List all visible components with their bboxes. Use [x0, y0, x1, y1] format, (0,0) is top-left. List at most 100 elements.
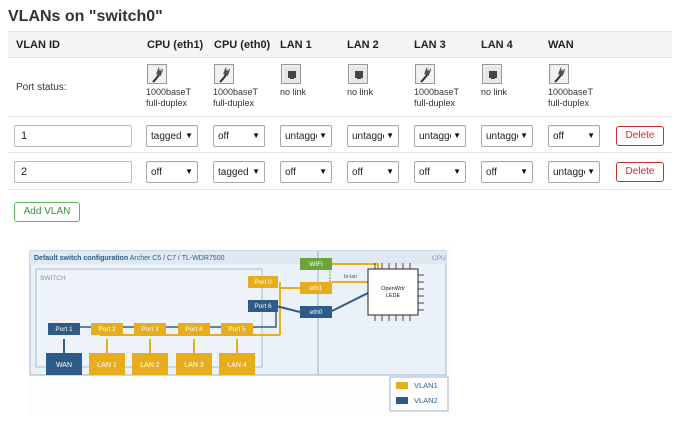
diagram-title-bar	[30, 251, 446, 264]
port-membership-select[interactable]: off ▼	[280, 161, 332, 183]
port-no-link-icon	[482, 64, 502, 84]
select-value: tagged	[151, 131, 182, 142]
lan4-jack	[219, 353, 255, 375]
port-membership-select[interactable]: off ▼	[548, 125, 600, 147]
lan3-jack-label: LAN 3	[184, 362, 204, 369]
port-membership-select[interactable]: untagged▼	[414, 125, 466, 147]
dropdown-arrow-icon: ▼	[518, 131, 528, 140]
eth0-chip-line	[331, 292, 369, 312]
port-membership-select[interactable]: off▼	[213, 125, 265, 147]
col-header-wan: WAN	[548, 39, 574, 51]
delete-vlan-button[interactable]: Delete	[616, 126, 664, 146]
port3-box	[134, 323, 166, 335]
port-membership-select[interactable]: off▼	[146, 161, 198, 183]
row-divider	[8, 116, 672, 117]
port-speed-text: 1000baseT	[414, 87, 460, 97]
lan1-jack	[89, 353, 125, 375]
col-header-lan2: LAN 2	[347, 39, 379, 51]
lan3-jack	[176, 353, 212, 375]
eth1-label: eth1	[310, 285, 323, 292]
eth0-box	[300, 306, 332, 318]
select-value: off	[419, 167, 430, 178]
wan-jack	[46, 353, 82, 375]
dropdown-arrow-icon: ▼	[183, 131, 193, 140]
lan2-jack	[132, 353, 168, 375]
vlan-id-input[interactable]: 2	[14, 161, 132, 183]
legend-vlan2-swatch	[396, 397, 408, 404]
dropdown-arrow-icon: ▼	[585, 167, 595, 176]
dropdown-arrow-icon: ▼	[585, 131, 595, 140]
port-status-label: Port status:	[16, 82, 67, 93]
port-no-link-icon	[281, 64, 301, 84]
legend-vlan1-swatch	[396, 382, 408, 389]
wifi-box	[300, 258, 332, 270]
switch-diagram: Default switch configuration Archer C5 /…	[28, 245, 451, 416]
dropdown-arrow-icon: ▼	[518, 167, 528, 176]
port1-label: Port 1	[55, 326, 73, 333]
port-membership-select[interactable]: off ▼	[481, 161, 533, 183]
port-connected-icon	[415, 64, 435, 84]
switch-label: SWITCH	[40, 275, 66, 282]
select-value: off	[486, 167, 497, 178]
port5-box	[221, 323, 253, 335]
dropdown-arrow-icon: ▼	[317, 131, 327, 140]
port-no-link-icon	[348, 64, 368, 84]
chip-label-2: LEDE	[386, 293, 401, 299]
select-value: off	[352, 167, 363, 178]
cpu-chip	[367, 268, 419, 316]
switch-ports: Port 1 Port 2 Port 3 Port 4 Port 5 WAN L…	[46, 323, 255, 375]
select-value: untagged	[486, 131, 528, 142]
port-connected-icon	[549, 64, 569, 84]
br-lan-label: br-lan	[344, 274, 357, 280]
col-header-vlan-id: VLAN ID	[16, 39, 60, 51]
eth0-label: eth0	[310, 309, 323, 316]
port-membership-select[interactable]: untagged▼	[481, 125, 533, 147]
port-duplex-text: full-duplex	[548, 98, 590, 108]
dropdown-arrow-icon: ▼	[451, 167, 461, 176]
port-membership-select[interactable]: tagged▼	[213, 161, 265, 183]
select-value: off	[218, 131, 229, 142]
port-speed-text: 1000baseT	[146, 87, 192, 97]
lan1-jack-label: LAN 1	[97, 362, 117, 369]
dropdown-arrow-icon: ▼	[317, 167, 327, 176]
port-membership-select[interactable]: untagged▼	[347, 125, 399, 147]
select-value: off	[553, 131, 564, 142]
port-speed-text: 1000baseT	[548, 87, 594, 97]
port-speed-text: no link	[481, 87, 508, 97]
select-value: off	[285, 167, 296, 178]
port-speed-text: no link	[280, 87, 307, 97]
vlan-id-input[interactable]: 1	[14, 125, 132, 147]
port-membership-select[interactable]: off▼	[347, 161, 399, 183]
table-header: VLAN ID CPU (eth1) CPU (eth0) LAN 1 LAN …	[8, 31, 672, 58]
col-header-lan4: LAN 4	[481, 39, 513, 51]
port-membership-select[interactable]: untagged▼	[548, 161, 600, 183]
page-title: VLANs on "switch0"	[8, 8, 163, 25]
cpu-label: CPU	[432, 255, 446, 262]
select-value: untagged	[553, 167, 595, 178]
row-divider	[8, 152, 672, 153]
cpu-chip-pins	[374, 263, 424, 321]
delete-vlan-button[interactable]: Delete	[616, 162, 664, 182]
port-status-cell: no link	[481, 64, 551, 98]
add-vlan-button[interactable]: Add VLAN	[14, 202, 80, 222]
port4-label: Port 4	[185, 326, 203, 333]
dropdown-arrow-icon: ▼	[451, 131, 461, 140]
row-divider	[8, 189, 672, 190]
legend-vlan2-label: VLAN2	[414, 396, 438, 405]
select-value: tagged	[218, 167, 249, 178]
select-value: untagged	[352, 131, 394, 142]
col-header-lan1: LAN 1	[280, 39, 312, 51]
col-header-cpu-eth1: CPU (eth1)	[147, 39, 204, 51]
port6-label: Port 6	[254, 303, 272, 310]
port-membership-select[interactable]: tagged▼	[146, 125, 198, 147]
port-status-cell: no link	[347, 64, 417, 98]
port5-label: Port 5	[228, 326, 246, 333]
port6-box	[248, 300, 278, 312]
port-membership-select[interactable]: untagged▼	[280, 125, 332, 147]
lan4-jack-label: LAN 4	[227, 362, 247, 369]
dropdown-arrow-icon: ▼	[384, 131, 394, 140]
port-membership-select[interactable]: off ▼	[414, 161, 466, 183]
